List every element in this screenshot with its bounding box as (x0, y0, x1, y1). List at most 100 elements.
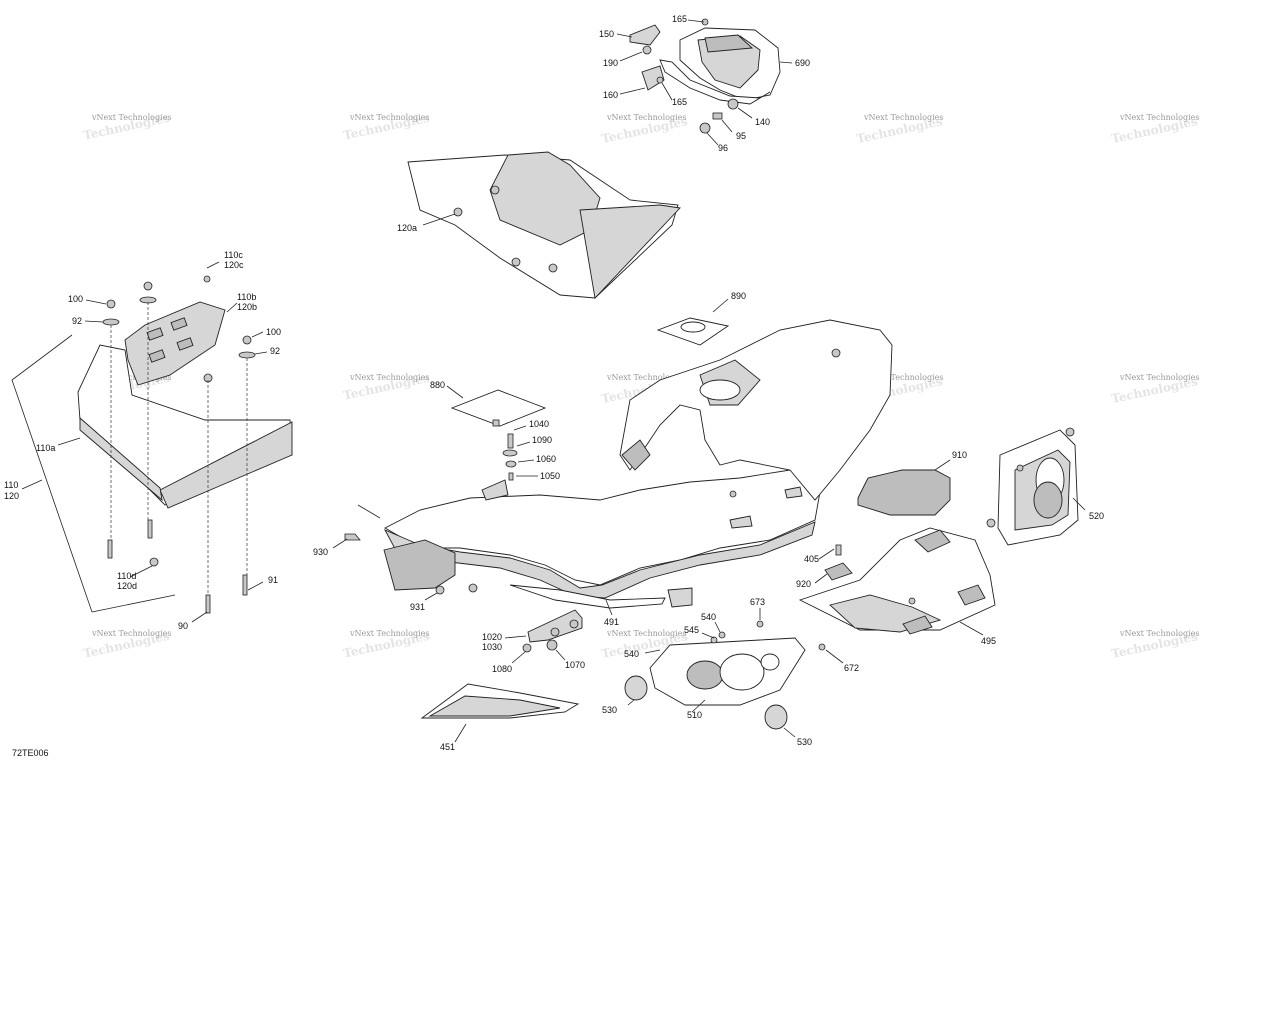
part-880-pad (446, 385, 547, 481)
callout-label: 120b (237, 302, 257, 312)
part-530-cap (624, 675, 648, 701)
watermark: Technologies vNext Technologies (342, 111, 431, 143)
watermark-text: vNext Technologies (606, 113, 686, 122)
part-530-cap (764, 704, 788, 730)
callout-label: 1030 (482, 642, 502, 652)
part-690-seal (659, 59, 771, 105)
callout-label: 1080 (492, 664, 512, 674)
callout-label: 451 (440, 742, 455, 752)
callout-label: 1070 (565, 660, 585, 670)
mat (857, 469, 951, 516)
grille-port (719, 653, 765, 691)
part-110a-flange (159, 421, 293, 509)
part-690-recess (704, 34, 754, 53)
part-510-grille (624, 608, 844, 738)
callout-label: 92 (72, 316, 82, 326)
footrest-flange (579, 204, 681, 299)
pad (450, 389, 547, 427)
callout-label: 120 (4, 491, 19, 501)
callout-label: 1020 (482, 632, 502, 642)
callout-label: 140 (755, 117, 770, 127)
callout-label: 110d (117, 571, 136, 581)
watermark-text: vNext Technologies (606, 629, 686, 638)
callout-label: 1060 (536, 454, 556, 464)
watermark-text: vNext Technologies (606, 373, 686, 382)
watermark: Technologies vNext Technologies (342, 371, 431, 403)
bracket (527, 609, 583, 643)
callout-label: 120d (117, 581, 137, 591)
part-165-screw (656, 76, 664, 84)
part-110b-step (124, 301, 226, 386)
body-lower-strip (509, 584, 666, 609)
main-body-panel (332, 298, 893, 616)
callout-label: 510 (687, 710, 702, 720)
callout-label: 150 (599, 29, 614, 39)
watermark-text: vNext Technologies (91, 113, 171, 122)
part-110a-edge (79, 417, 163, 502)
watermark-text: vNext Technologies (91, 629, 171, 638)
part-910-mat (857, 459, 951, 516)
callout-label: 890 (731, 291, 746, 301)
callout-label: 920 (796, 579, 811, 589)
watermark: Technologies vNext Technologies (82, 111, 171, 143)
callout-label: 690 (795, 58, 810, 68)
watermark: Technologies vNext Technologies (342, 629, 431, 661)
callout-label: 930 (313, 547, 328, 557)
callout-label: 95 (736, 131, 746, 141)
callout-label: 880 (430, 380, 445, 390)
watermark: Technologies vNext Technologies (855, 113, 944, 146)
callout-label: 520 (1089, 511, 1104, 521)
callout-label: 540 (624, 649, 639, 659)
part-160-bracket (641, 65, 665, 91)
part-405-screw (835, 544, 842, 556)
callout-label: 110 (4, 480, 18, 490)
watermark-text: vNext Technologies (1119, 373, 1199, 382)
callout-label: 672 (844, 663, 859, 673)
callout-label: 910 (952, 450, 967, 460)
figure-code: 72TE006 (12, 748, 49, 758)
callout-label: 495 (981, 636, 996, 646)
top-bracket-assembly (616, 18, 793, 146)
body-side-pod (383, 539, 456, 591)
callout-label: 110c (224, 250, 243, 260)
callout-label: 165 (672, 97, 687, 107)
callout-label: 120a (397, 223, 417, 233)
watermark-text: vNext Technologies (349, 113, 429, 122)
watermark-text: vNext Technologies (349, 629, 429, 638)
part-1020-bracket (504, 609, 583, 664)
callout-label: 91 (268, 575, 278, 585)
callout-label: 110b (237, 292, 256, 302)
body-nose-cone (619, 319, 893, 501)
callout-label: 673 (750, 597, 765, 607)
callout-label: 931 (410, 602, 425, 612)
watermark-text: vNext Technologies (863, 113, 943, 122)
callout-label: 1090 (532, 435, 552, 445)
part-190-nut (642, 45, 652, 55)
part-96-nut (699, 122, 711, 134)
part-140-grommet (727, 98, 739, 110)
watermark: Technologies vNext Technologies (82, 629, 171, 661)
part-520-cover (986, 427, 1086, 546)
part-95-bolt (712, 112, 723, 120)
watermark-text: vNext Technologies (349, 373, 429, 382)
callout-label: 90 (178, 621, 188, 631)
body-top-surface (384, 469, 821, 586)
body-edge (383, 521, 816, 599)
body-tab (621, 439, 651, 471)
part-451-trim (420, 683, 580, 743)
callout-label: 1040 (529, 419, 549, 429)
callout-label: 190 (603, 58, 618, 68)
watermark-text: vNext Technologies (863, 373, 943, 382)
callout-label: 120c (224, 260, 244, 270)
callout-label: 530 (602, 705, 617, 715)
callout-label: 491 (604, 617, 619, 627)
left-footrest-assembly (11, 261, 293, 623)
part-920-clip (824, 562, 853, 581)
callout-label: 92 (270, 346, 280, 356)
part-495-tray (798, 527, 996, 636)
watermark: Technologies vNext Technologies (1110, 373, 1199, 406)
callout-label: 100 (266, 327, 281, 337)
watermark: Technologies vNext Technologies (1110, 113, 1199, 146)
watermark-text: vNext Technologies (91, 373, 171, 382)
